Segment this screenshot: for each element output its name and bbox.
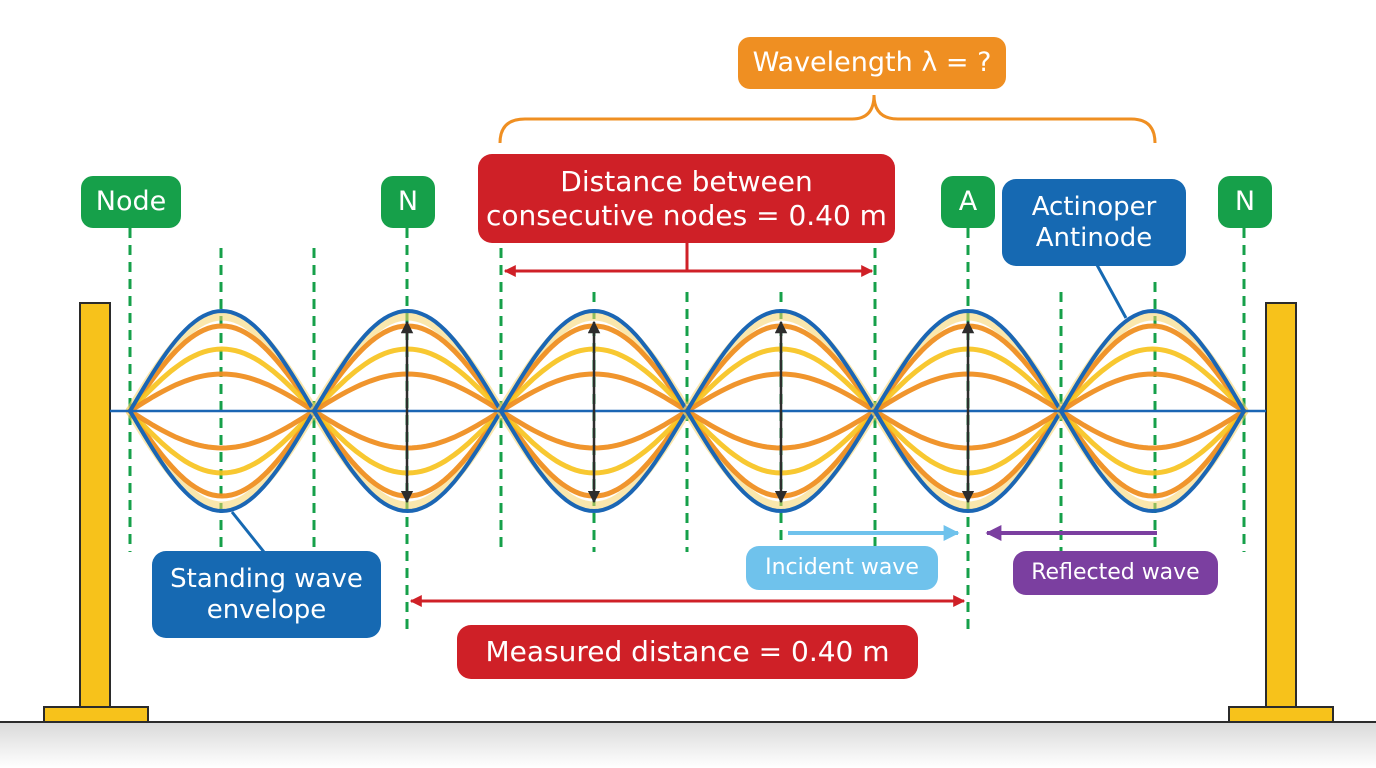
- wave-curve: [128, 308, 316, 413]
- wave-curve: [685, 409, 877, 514]
- wavelength-label: Wavelength λ = ?: [738, 37, 1006, 89]
- standing-wave-curves: [125, 308, 1249, 514]
- antinode-leader: [1095, 264, 1128, 319]
- antinode-label-a: A: [941, 176, 995, 228]
- wave-curve: [127, 323, 317, 414]
- wave-curve: [127, 346, 317, 414]
- antinode-callout-line-1: Actinoper: [1031, 191, 1157, 222]
- wave-curve: [1058, 371, 1247, 414]
- amplitude-arrows: [400, 320, 975, 504]
- node-label-n: N: [381, 176, 435, 228]
- wave-curve: [685, 308, 877, 413]
- wave-curve: [1058, 408, 1247, 499]
- incident-wave-label: Incident wave: [746, 546, 938, 590]
- envelope-callout-line-1: Standing wave: [170, 563, 363, 594]
- wave-curve: [499, 409, 689, 514]
- wave-curve: [1059, 409, 1246, 514]
- wave-curve: [127, 408, 317, 451]
- envelope-callout: Standing wave envelope: [152, 551, 381, 638]
- wave-curve: [873, 409, 1063, 514]
- node-label: Node: [81, 176, 181, 228]
- envelope-callout-line-2: envelope: [206, 594, 327, 625]
- wave-curve: [127, 371, 317, 414]
- wave-curve: [127, 408, 317, 499]
- wave-curve: [499, 308, 689, 413]
- wavelength-brace: [498, 94, 1157, 144]
- antinode-callout: Actinoper Antinode: [1002, 179, 1186, 266]
- node-distance-line-1: Distance between: [560, 165, 813, 199]
- wave-curve: [127, 408, 317, 476]
- wave-curve: [1058, 323, 1247, 414]
- envelope-leader: [230, 511, 266, 553]
- floor-shadow: [0, 722, 1376, 768]
- antinode-callout-line-2: Antinode: [1035, 222, 1153, 253]
- measured-distance-label: Measured distance = 0.40 m: [457, 625, 918, 679]
- node-distance-line-2: consecutive nodes = 0.40 m: [486, 198, 887, 232]
- wave-curve: [128, 409, 316, 514]
- wave-curve: [1058, 408, 1247, 451]
- wave-curve: [312, 308, 503, 413]
- reflected-wave-label: Reflected wave: [1013, 551, 1218, 595]
- wave-curve: [1058, 408, 1247, 476]
- wave-curve: [1058, 346, 1247, 414]
- left-post: [43, 302, 149, 723]
- wave-curve: [312, 409, 503, 514]
- wave-curve: [1059, 308, 1246, 413]
- right-post: [1228, 302, 1334, 723]
- wave-curve: [873, 308, 1063, 413]
- node-distance-label: Distance between consecutive nodes = 0.4…: [478, 154, 895, 243]
- node-label-n: N: [1218, 176, 1272, 228]
